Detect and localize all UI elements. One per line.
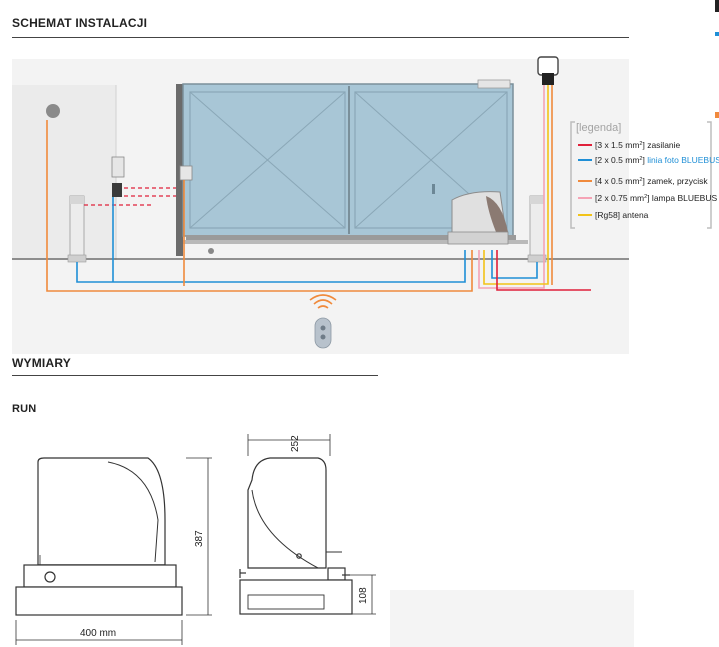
legend-item-power: [3 x 1.5 mm2] zasilanie xyxy=(595,140,681,150)
photocell-left xyxy=(112,183,122,197)
legend-title: [legenda] xyxy=(576,122,621,134)
front-view-drawing xyxy=(15,457,183,616)
model-name: RUN xyxy=(12,403,37,415)
depth-dimension-label: 252 xyxy=(290,435,301,452)
empty-panel xyxy=(390,590,634,647)
legend-item-lamp: [2 x 0.75 mm2] lampa BLUEBUS xyxy=(595,193,717,203)
legend-bracket-right xyxy=(707,121,712,229)
photocell-post-left xyxy=(67,195,87,263)
remote-control-icon xyxy=(309,294,337,349)
dimensions-title-rule xyxy=(12,375,378,376)
base-height-dimension-label: 108 xyxy=(358,587,369,604)
gate-post xyxy=(176,84,183,256)
flashing-lamp-icon xyxy=(46,104,60,118)
legend-bracket-left xyxy=(570,121,575,229)
motor-unit xyxy=(447,191,509,245)
legend-item-antenna: [Rg58] antena xyxy=(595,210,649,220)
dimensions-title: WYMIARY xyxy=(12,356,71,370)
height-dimension-label: 387 xyxy=(194,530,205,547)
legend-items: [3 x 1.5 mm2] zasilanie [2 x 0.5 mm2] li… xyxy=(578,140,719,220)
installation-title: SCHEMAT INSTALACJI xyxy=(12,16,148,30)
key-selector xyxy=(111,156,125,178)
legend-item-photo: [2 x 0.5 mm2] linia foto BLUEBUS xyxy=(595,155,719,165)
edge-mark-blue xyxy=(715,32,719,36)
left-wall xyxy=(12,85,116,260)
electric-lock xyxy=(179,165,193,181)
edge-mark xyxy=(715,0,719,12)
legend-item-lock: [4 x 0.5 mm2] zamek, przycisk xyxy=(595,176,708,186)
antenna-lamp-icon xyxy=(537,56,559,76)
front-dimension-lines xyxy=(15,457,212,645)
side-view-drawing xyxy=(239,457,353,615)
side-dimension-lines xyxy=(247,434,376,615)
installation-title-rule xyxy=(12,37,629,38)
gear-rack xyxy=(183,240,528,244)
cable-routing xyxy=(46,85,591,292)
width-dimension-label: 400 mm xyxy=(80,628,116,639)
edge-mark-orange xyxy=(715,112,719,118)
